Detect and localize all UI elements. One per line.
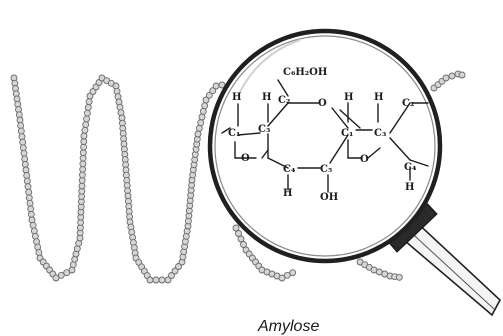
atom-c1: C₁ [341,128,353,139]
side-group-label: C₆H₂OH [283,67,327,78]
chain-bead [28,211,34,217]
chain-bead [81,133,87,139]
chain-bead [195,131,201,137]
chain-bead [84,110,90,116]
chain-bead [200,108,206,114]
atom-h: H [232,92,241,103]
chain-bead [290,270,296,276]
atom-h: H [262,92,271,103]
chain-bead [83,122,89,128]
chain-bead [26,189,32,195]
chain-bead [22,161,28,167]
chain-bead [199,114,205,120]
atom-c3: C₃ [258,124,270,135]
atom-o: O [241,153,250,164]
bridge-oxygen-bottom: O [360,154,369,165]
chain-bead [198,120,204,126]
atom-h: H [344,92,353,103]
atom-c2: C₂ [402,98,414,109]
chain-bead [27,200,33,206]
chain-bead [26,195,32,201]
chain-bead [20,139,26,145]
chain-bead [80,150,86,156]
chain-bead [84,116,90,122]
chain-bead [82,127,88,133]
atom-c4: C₄ [404,162,417,173]
figure-caption: Amylose [258,318,319,336]
chain-bead [28,206,34,212]
atom-c3: C₃ [374,128,386,139]
atom-c1: C₁ [228,128,240,139]
atom-h: H [374,92,383,103]
chain-bead [24,178,30,184]
atom-c2: C₂ [278,95,290,106]
chain-bead [86,99,92,105]
chain-bead [25,184,31,190]
chain-bead [449,73,455,79]
chain-bead [24,173,30,179]
atom-h: H [283,188,292,199]
chain-bead [21,150,27,156]
chain-bead [23,167,29,173]
chain-bead [79,183,85,189]
chain-bead [81,139,87,145]
atom-c4: C₄ [283,164,296,175]
chain-bead [18,128,24,134]
chain-bead [443,75,449,81]
hydroxyl-label: OH [320,192,338,203]
chain-bead [22,156,28,162]
chain-bead [19,134,25,140]
bridge-oxygen: O [318,98,327,109]
chain-bead [202,103,208,109]
chain-bead [30,222,36,228]
chain-bead [80,161,86,167]
chain-bead [213,83,219,89]
chain-bead [459,72,465,78]
chain-bead [20,145,26,151]
chain-bead [396,274,402,280]
atom-h: H [405,182,414,193]
chain-bead [79,172,85,178]
chain-bead [18,123,24,129]
chain-bead [159,277,165,283]
chain-bead [196,125,202,131]
atom-c5-bottom: C₅ [320,164,332,175]
chain-bead [147,277,153,283]
chain-bead [17,117,23,123]
chain-bead [85,104,91,110]
chain-bead [153,277,159,283]
chain-bead [35,244,41,250]
